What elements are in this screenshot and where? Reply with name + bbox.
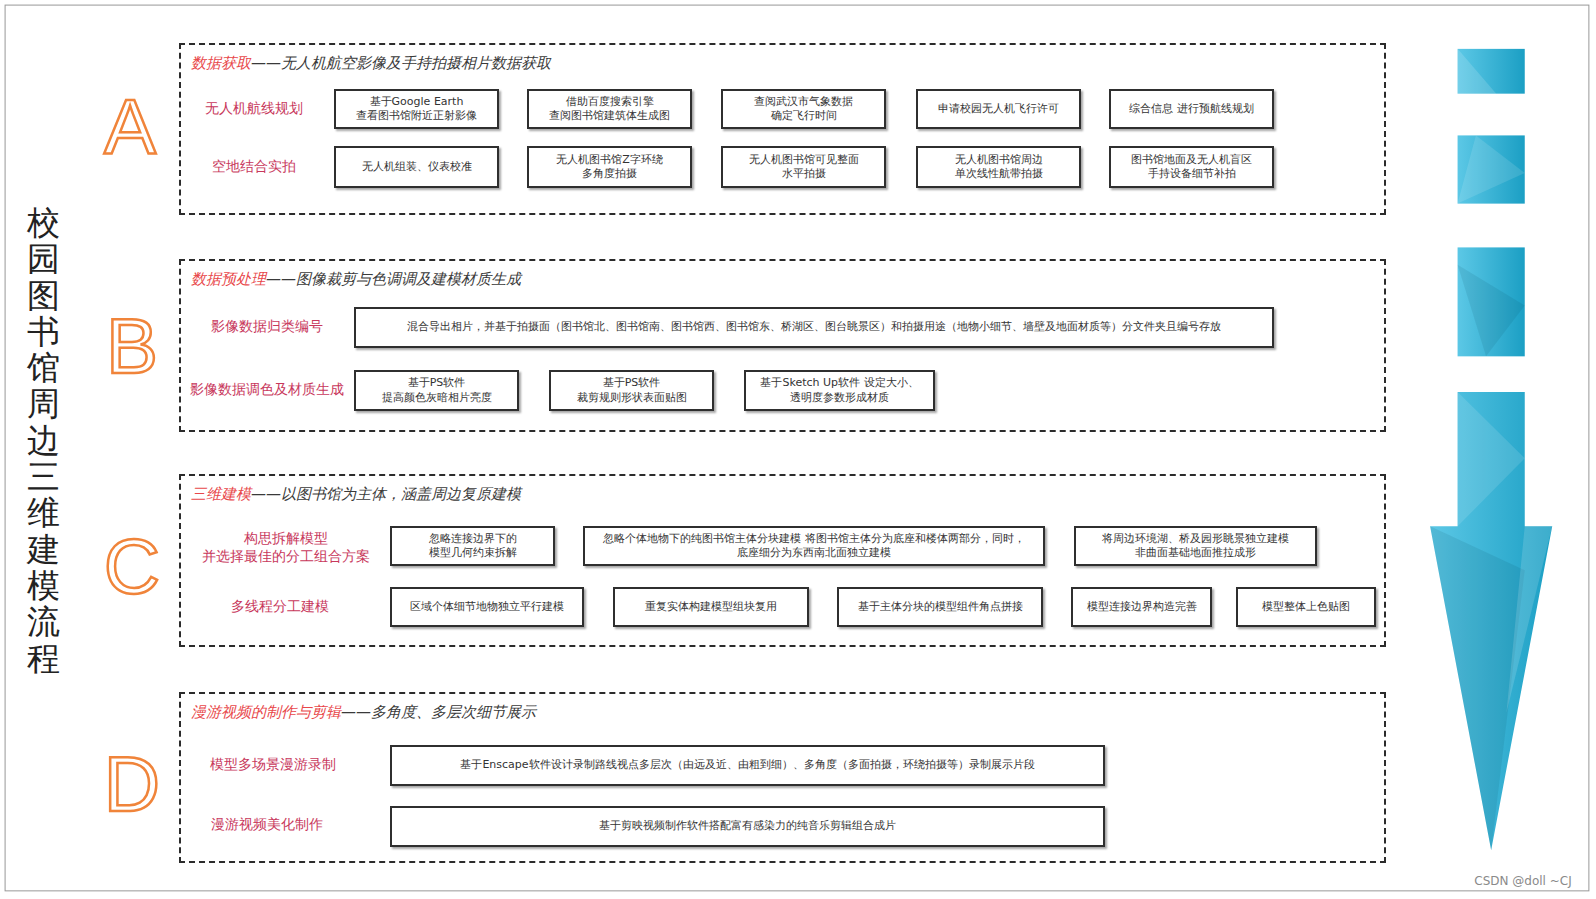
process-box: 基于Google Earth 查看图书馆附近正射影像 xyxy=(334,89,499,129)
section-title: 漫游视频的制作与剪辑 xyxy=(191,703,341,721)
box-text: 无人机图书馆Z字环绕 多角度拍摄 xyxy=(535,153,684,182)
dashed-section: 数据预处理——图像裁剪与色调调及建模材质生成混合导出相片，并基于拍摄面（图书馆北… xyxy=(179,259,1386,432)
process-box: 基于剪映视频制作软件搭配富有感染力的纯音乐剪辑组合成片 xyxy=(390,806,1105,847)
box-text: 基于剪映视频制作软件搭配富有感染力的纯音乐剪辑组合成片 xyxy=(599,819,896,833)
box-text: 申请校园无人机飞行许可 xyxy=(938,102,1059,116)
row-label: 空地结合实拍 xyxy=(212,158,296,176)
arrow-segment xyxy=(1458,247,1525,356)
row-label: 构思拆解模型 并选择最佳的分工组合方案 xyxy=(191,529,381,565)
dashed-section: 漫游视频的制作与剪辑——多角度、多层次细节展示基于Enscape软件设计录制路线… xyxy=(179,692,1386,863)
section-heading: 漫游视频的制作与剪辑——多角度、多层次细节展示 xyxy=(191,703,536,722)
box-text: 基于PS软件 提高颜色灰暗相片亮度 xyxy=(362,376,511,405)
process-box: 将周边环境湖、桥及园形眺景独立建模 非曲面基础地面推拉成形 xyxy=(1074,526,1317,566)
box-text: 混合导出相片，并基于拍摄面（图书馆北、图书馆南、图书馆西、图书馆东、桥湖区、图台… xyxy=(407,320,1221,334)
row-label: 无人机航线规划 xyxy=(205,100,303,118)
row-label: 多线程分工建模 xyxy=(231,598,329,616)
section-heading: 三维建模——以图书馆为主体，涵盖周边复原建模 xyxy=(191,485,521,504)
process-box: 模型整体上色贴图 xyxy=(1236,587,1376,627)
process-box: 重复实体构建模型组块复用 xyxy=(613,587,809,627)
section-title: 数据获取 xyxy=(191,54,251,72)
facet xyxy=(1458,265,1525,357)
arrow-head xyxy=(1430,392,1552,850)
process-box: 无人机组装、仪表校准 xyxy=(334,146,499,188)
row-label: 模型多场景漫游录制 xyxy=(210,756,336,774)
process-box: 借助百度搜索引擎 查阅图书馆建筑体生成图 xyxy=(527,89,692,129)
box-text: 无人机组装、仪表校准 xyxy=(362,160,472,174)
section-heading: 数据获取——无人机航空影像及手持拍摄相片数据获取 xyxy=(191,54,551,73)
box-text: 借助百度搜索引擎 查阅图书馆建筑体生成图 xyxy=(535,95,684,124)
row-label: 影像数据归类编号 xyxy=(211,318,323,336)
process-box: 综合信息 进行预航线规划 xyxy=(1109,89,1274,129)
section-heading: 数据预处理——图像裁剪与色调调及建模材质生成 xyxy=(191,270,521,289)
process-box: 基于PS软件 裁剪规则形状表面贴图 xyxy=(549,370,714,411)
process-box: 基于主体分块的模型组件角点拼接 xyxy=(837,587,1043,627)
box-text: 模型整体上色贴图 xyxy=(1262,600,1350,614)
process-box: 忽略连接边界下的 模型几何约束拆解 xyxy=(390,526,555,566)
arrow-segment xyxy=(1458,135,1525,203)
process-box: 基于Sketch Up软件 设定大小、透明度参数形成材质 xyxy=(744,370,935,411)
section-subtitle: ——图像裁剪与色调调及建模材质生成 xyxy=(266,270,521,288)
box-text: 无人机图书馆周边 单次线性航带拍摄 xyxy=(924,153,1073,182)
process-box: 申请校园无人机飞行许可 xyxy=(916,89,1081,129)
box-text: 忽略连接边界下的 模型几何约束拆解 xyxy=(398,532,547,561)
section-subtitle: ——多角度、多层次细节展示 xyxy=(341,703,536,721)
process-box: 查阅武汉市气象数据 确定飞行时间 xyxy=(721,89,886,129)
facet xyxy=(1458,135,1525,203)
step-letter: A xyxy=(104,82,156,173)
process-box: 模型连接边界构造完善 xyxy=(1071,587,1212,627)
process-box: 混合导出相片，并基于拍摄面（图书馆北、图书馆南、图书馆西、图书馆东、桥湖区、图台… xyxy=(354,307,1274,348)
box-text: 基于PS软件 裁剪规则形状表面贴图 xyxy=(557,376,706,405)
box-text: 基于Enscape软件设计录制路线视点多层次（由远及近、由粗到细）、多角度（多面… xyxy=(460,758,1034,772)
box-text: 基于主体分块的模型组件角点拼接 xyxy=(858,600,1023,614)
process-box: 无人机图书馆周边 单次线性航带拍摄 xyxy=(916,146,1081,188)
arrow-segment xyxy=(1458,49,1525,94)
step-letter: B xyxy=(106,301,158,392)
box-text: 模型连接边界构造完善 xyxy=(1087,600,1197,614)
box-text: 基于Google Earth 查看图书馆附近正射影像 xyxy=(342,95,491,124)
section-subtitle: ——以图书馆为主体，涵盖周边复原建模 xyxy=(251,485,521,503)
row-label: 影像数据调色及材质生成 xyxy=(190,381,344,399)
box-text: 无人机图书馆可见整面 水平拍摄 xyxy=(729,153,878,182)
process-box: 忽略个体地物下的纯图书馆主体分块建模 将图书馆主体分为底座和楼体两部分，同时，底… xyxy=(583,526,1045,566)
process-box: 区域个体细节地物独立平行建模 xyxy=(390,587,584,627)
box-text: 将周边环境湖、桥及园形眺景独立建模 非曲面基础地面推拉成形 xyxy=(1082,532,1309,561)
box-text: 综合信息 进行预航线规划 xyxy=(1129,102,1254,116)
facet xyxy=(1458,392,1525,526)
section-title: 三维建模 xyxy=(191,485,251,503)
box-text: 基于Sketch Up软件 设定大小、透明度参数形成材质 xyxy=(752,376,927,405)
facet xyxy=(1506,526,1552,712)
section-title: 数据预处理 xyxy=(191,270,266,288)
box-text: 图书馆地面及无人机盲区 手持设备细节补拍 xyxy=(1117,153,1266,182)
step-letter: C xyxy=(104,521,160,612)
watermark: CSDN @doll ~CJ xyxy=(1474,874,1571,888)
process-box: 图书馆地面及无人机盲区 手持设备细节补拍 xyxy=(1109,146,1274,188)
step-letter: D xyxy=(104,739,160,830)
process-box: 无人机图书馆可见整面 水平拍摄 xyxy=(721,146,886,188)
vertical-title: 校园图书馆周边三维建模流程 xyxy=(27,205,60,677)
box-text: 忽略个体地物下的纯图书馆主体分块建模 将图书馆主体分为底座和楼体两部分，同时，底… xyxy=(591,532,1037,561)
box-text: 区域个体细节地物独立平行建模 xyxy=(410,600,564,614)
process-box: 基于PS软件 提高颜色灰暗相片亮度 xyxy=(354,370,519,411)
dashed-section: 数据获取——无人机航空影像及手持拍摄相片数据获取基于Google Earth 查… xyxy=(179,43,1386,215)
box-text: 重复实体构建模型组块复用 xyxy=(645,600,777,614)
row-label: 漫游视频美化制作 xyxy=(211,816,323,834)
box-text: 查阅武汉市气象数据 确定飞行时间 xyxy=(729,95,878,124)
facet xyxy=(1458,49,1497,94)
process-box: 基于Enscape软件设计录制路线视点多层次（由远及近、由粗到细）、多角度（多面… xyxy=(390,745,1105,786)
process-box: 无人机图书馆Z字环绕 多角度拍摄 xyxy=(527,146,692,188)
page-border xyxy=(5,5,1589,891)
section-subtitle: ——无人机航空影像及手持拍摄相片数据获取 xyxy=(251,54,551,72)
